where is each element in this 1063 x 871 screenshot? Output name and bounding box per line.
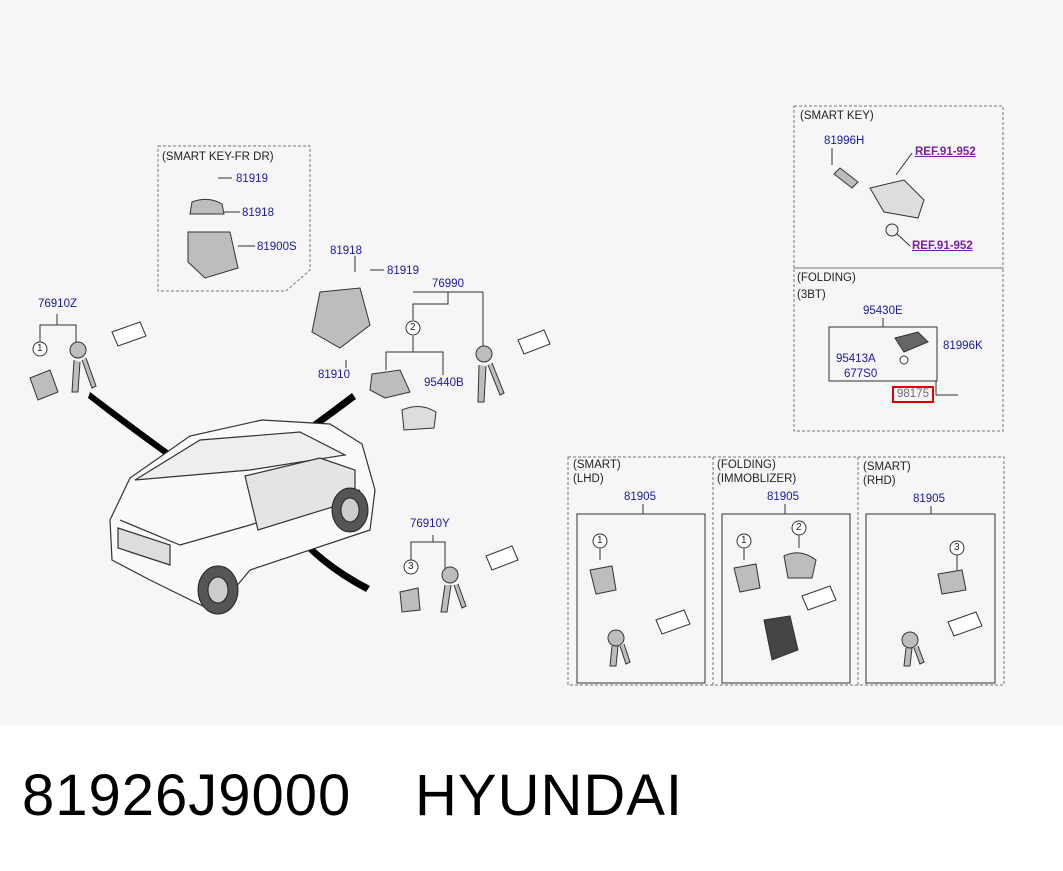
smart-lhd-subheader: (LHD)	[573, 473, 604, 485]
part-label[interactable]: 76910Y	[410, 518, 450, 530]
callout-number: 3	[954, 542, 960, 553]
callout-number: 1	[37, 343, 43, 354]
part-label[interactable]: 81918	[242, 207, 274, 219]
diagram-graphics	[29, 105, 1005, 686]
part-label[interactable]: 76990	[432, 278, 464, 290]
part-label[interactable]: 81919	[236, 173, 268, 185]
brand-text: HYUNDAI	[415, 763, 684, 828]
highlighted-part-label[interactable]: 98175	[892, 386, 934, 403]
part-label[interactable]: 81905	[913, 493, 945, 505]
part-label[interactable]: 81996H	[824, 135, 865, 147]
part-label[interactable]: 81900S	[257, 241, 297, 253]
part-label[interactable]: 95413A	[836, 353, 876, 365]
part-label[interactable]: 81905	[767, 491, 799, 503]
folding-immob-header: (FOLDING)	[717, 459, 776, 471]
part-label[interactable]: 76910Z	[38, 298, 78, 310]
callout-number: 1	[597, 535, 603, 546]
smart-key-box	[793, 105, 1004, 269]
smart-lhd-header: (SMART)	[573, 459, 621, 471]
part-label[interactable]: 81996K	[943, 340, 983, 352]
part-label[interactable]: 95440B	[424, 377, 464, 389]
parts-diagram: (SMART KEY-FR DR) (SMART KEY) (FOLDING) …	[29, 105, 1005, 686]
smart-key-fr-dr-box	[157, 145, 311, 292]
callout-number: 1	[741, 535, 747, 546]
folding-header: (FOLDING)	[797, 272, 856, 284]
part-label[interactable]: 81910	[318, 369, 350, 381]
part-label[interactable]: 677S0	[844, 368, 878, 380]
part-label[interactable]: 95430E	[863, 305, 903, 317]
ref-link[interactable]: REF.91-952	[912, 240, 973, 252]
smart-key-header: (SMART KEY)	[800, 110, 874, 122]
bottom-group-box	[567, 456, 1005, 686]
smart-key-fr-dr-header: (SMART KEY-FR DR)	[162, 151, 274, 163]
part-label[interactable]: 81905	[624, 491, 656, 503]
folding-subheader: (3BT)	[797, 289, 826, 301]
part-label[interactable]: 81918	[330, 245, 362, 257]
folding-box	[793, 267, 1004, 432]
part-label[interactable]: 81919	[387, 265, 419, 277]
ref-link[interactable]: REF.91-952	[915, 146, 976, 158]
callout-number: 3	[408, 561, 414, 572]
callout-number: 2	[410, 322, 416, 333]
callout-number: 2	[796, 522, 802, 533]
folding-immob-subheader: (IMMOBLIZER)	[717, 473, 797, 485]
smart-rhd-header: (SMART)	[863, 461, 911, 473]
smart-rhd-subheader: (RHD)	[863, 475, 896, 487]
part-number-text: 81926J9000	[22, 763, 352, 828]
